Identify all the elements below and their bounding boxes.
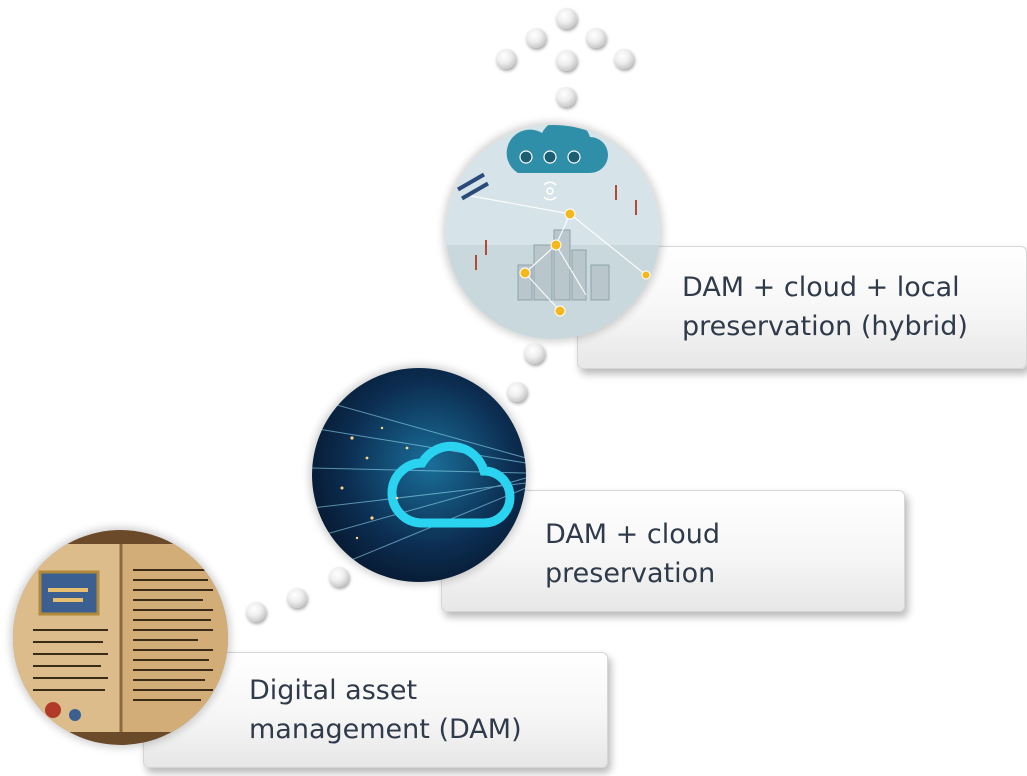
connector-dot [523,342,545,364]
connector-dot [555,49,577,71]
connector-dot [614,49,634,69]
stage-2-label: DAM + cloud preservation [545,519,720,589]
connector-dot [555,7,577,29]
connector-dot [586,28,606,48]
stage-1-label: Digital asset management (DAM) [249,675,522,745]
connector-dot [496,49,516,69]
connector-dot [246,602,266,622]
stage-1-box: Digital asset management (DAM) [143,652,608,768]
connector-dot [287,588,307,608]
stage-3-label: DAM + cloud + local preservation (hybrid… [682,272,968,342]
connector-dot [329,567,349,587]
connector-dot [556,87,576,107]
connector-dot [507,382,527,402]
cloud-network-image-icon [312,368,526,582]
manuscript-image-icon [13,530,228,745]
connector-dot [526,28,546,48]
smart-city-cloud-image-icon [446,125,660,339]
